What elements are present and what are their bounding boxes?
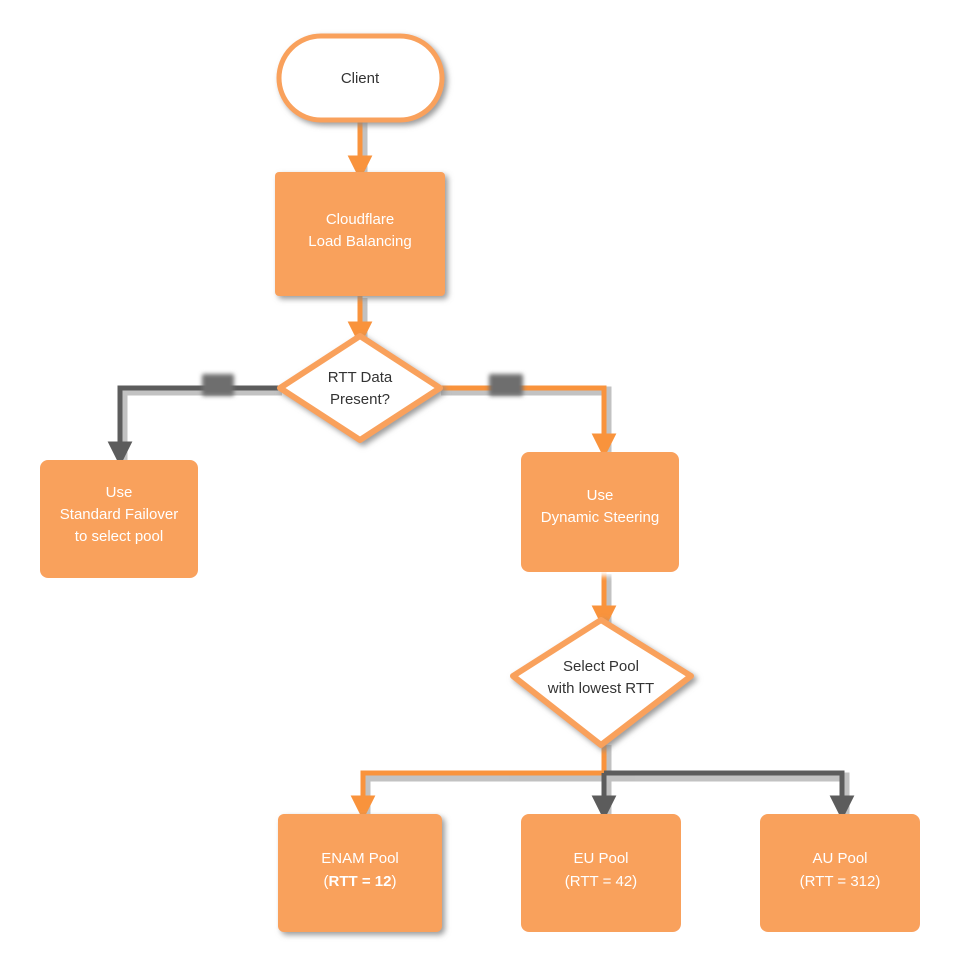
- node-enam-paren-close: ): [391, 873, 396, 890]
- edge-label-rtt-check-to-steering: [489, 374, 523, 396]
- node-client-shape: [276, 33, 445, 123]
- node-client[interactable]: Client: [276, 33, 445, 123]
- edge-rtt-check-to-failover: [107, 385, 279, 467]
- node-rtt-check-shape: [277, 333, 443, 443]
- node-select-pool-lowest-rtt[interactable]: Select Pool with lowest RTT: [510, 617, 694, 748]
- node-enam-shape: [278, 814, 442, 932]
- node-enam-paren-open: (: [324, 873, 329, 890]
- node-cloudflare-shape: [275, 172, 445, 296]
- node-failover-shape: [40, 460, 198, 578]
- node-au-label-line1: AU Pool: [812, 850, 867, 867]
- node-eu-label-line1: EU Pool: [573, 850, 628, 867]
- node-failover-label-line2: Standard Failover: [60, 506, 178, 523]
- node-au-shape: [760, 814, 920, 932]
- node-cloudflare-load-balancing[interactable]: Cloudflare Load Balancing: [275, 172, 445, 296]
- node-rtt-check-label-line1: RTT Data: [328, 369, 393, 386]
- node-cloudflare-label-line1: Cloudflare: [326, 211, 394, 228]
- node-failover-label-line1: Use: [106, 484, 133, 501]
- node-steering-label-line2: Dynamic Steering: [541, 509, 659, 526]
- node-rtt-data-present[interactable]: RTT Data Present?: [277, 333, 443, 443]
- node-cloudflare-label-line2: Load Balancing: [308, 233, 411, 250]
- edge-rtt-check-to-steering: [438, 385, 617, 459]
- node-enam-pool[interactable]: ENAM Pool (RTT = 12): [278, 814, 442, 932]
- edge-label-rtt-check-to-failover: [202, 374, 234, 396]
- node-select-pool-label-line1: Select Pool: [563, 658, 639, 675]
- node-au-pool[interactable]: AU Pool (RTT = 312): [760, 814, 920, 932]
- node-steering-shape: [521, 452, 679, 572]
- node-enam-label-line1: ENAM Pool: [321, 850, 399, 867]
- node-eu-shape: [521, 814, 681, 932]
- node-select-pool-shape: [510, 617, 694, 748]
- node-au-label-line2: (RTT = 312): [800, 873, 881, 890]
- node-enam-rtt-value: RTT = 12: [329, 873, 392, 890]
- node-enam-label-line2: (RTT = 12): [324, 873, 397, 890]
- edge-select-to-au: [604, 770, 855, 821]
- node-use-dynamic-steering[interactable]: Use Dynamic Steering: [521, 452, 679, 572]
- node-eu-label-line2: (RTT = 42): [565, 873, 637, 890]
- edge-shadow-layer: [118, 121, 850, 818]
- node-eu-pool[interactable]: EU Pool (RTT = 42): [521, 814, 681, 932]
- edge-label-layer: [202, 374, 523, 396]
- edge-layer: [107, 119, 855, 821]
- node-select-pool-label-line2: with lowest RTT: [547, 680, 654, 697]
- node-client-label: Client: [341, 70, 380, 87]
- node-failover-label-line3: to select pool: [75, 528, 163, 545]
- node-rtt-check-label-line2: Present?: [330, 391, 390, 408]
- edge-select-to-enam: [350, 742, 607, 821]
- node-steering-label-line1: Use: [587, 487, 614, 504]
- node-use-standard-failover[interactable]: Use Standard Failover to select pool: [40, 460, 198, 578]
